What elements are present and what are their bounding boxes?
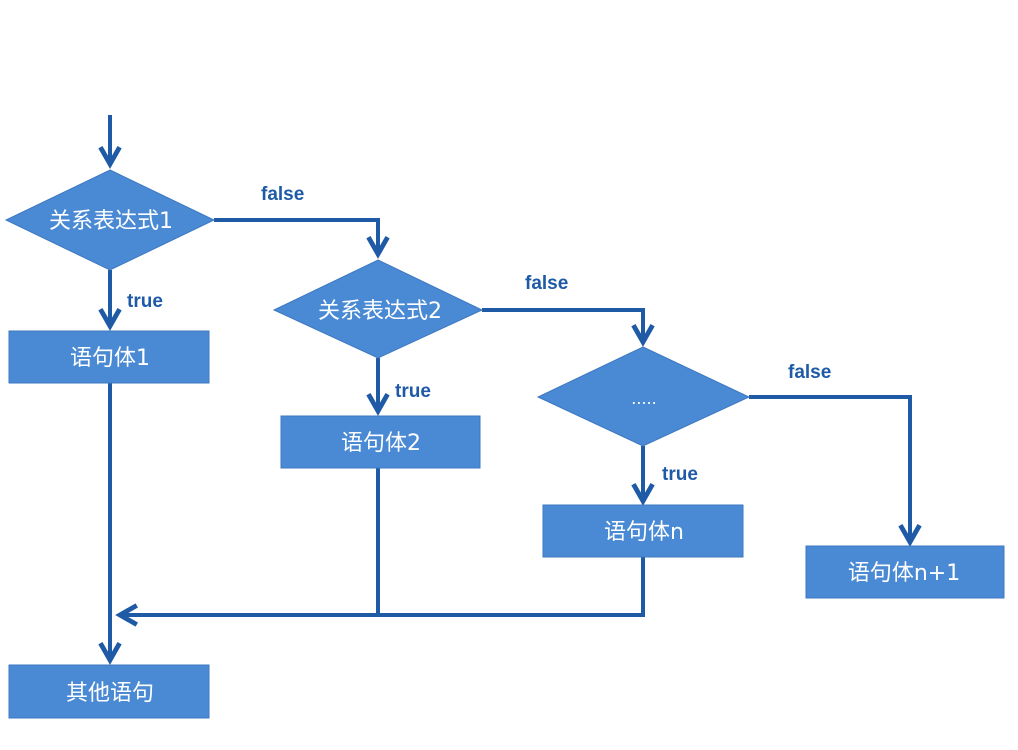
label-true-2: true — [395, 381, 431, 402]
statement2-text: 语句体2 — [341, 431, 421, 456]
label-false-3: false — [788, 362, 831, 383]
box-statement1 — [8, 330, 210, 384]
decision-condition1 — [4, 169, 216, 271]
box-other-statements — [8, 664, 210, 719]
condition-more-text: ..... — [631, 389, 656, 408]
box-statement2 — [280, 415, 481, 469]
decision-condition2 — [272, 259, 484, 359]
label-false-1: false — [261, 184, 304, 205]
label-false-2: false — [525, 273, 568, 294]
other-text: 其他语句 — [66, 681, 154, 706]
edge-cond1-false — [214, 218, 390, 259]
condition1-text: 关系表达式1 — [49, 209, 173, 234]
edge-statement-n-merge — [115, 557, 645, 627]
statement1-text: 语句体1 — [70, 346, 150, 371]
box-statement-n — [542, 504, 744, 558]
edge-cond-more-false — [749, 395, 922, 547]
box-statement-n-plus-1 — [805, 545, 1005, 599]
connectors — [98, 115, 922, 665]
decision-more — [536, 346, 751, 447]
condition2-text: 关系表达式2 — [318, 299, 442, 324]
label-true-3: true — [662, 464, 698, 485]
statement-n-text: 语句体n — [604, 520, 684, 545]
label-true-1: true — [127, 291, 163, 312]
edge-cond2-false — [482, 308, 655, 347]
statement-n-plus-1-text: 语句体n+1 — [848, 561, 960, 586]
